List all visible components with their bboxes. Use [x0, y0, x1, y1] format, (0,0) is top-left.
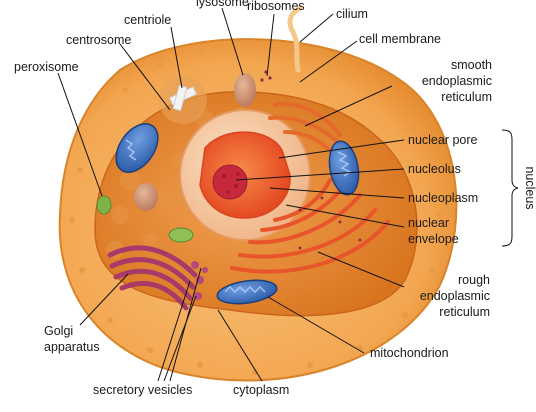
svg-text:reticulum: reticulum [439, 305, 490, 319]
label-cilium: cilium [336, 7, 368, 21]
nucleus [179, 109, 311, 241]
label-nucleolus: nucleolus [408, 162, 461, 176]
label-mitochondrion: mitochondrion [370, 346, 449, 360]
secretory-vesicles [191, 261, 208, 300]
svg-text:envelope: envelope [408, 232, 459, 246]
svg-text:apparatus: apparatus [44, 340, 100, 354]
label-peroxisome: peroxisome [14, 60, 79, 74]
cilium [287, 5, 303, 73]
svg-text:nuclear: nuclear [408, 216, 449, 230]
svg-text:smooth: smooth [451, 58, 492, 72]
label-ribosomes: ribosomes [247, 0, 305, 13]
label-cell-membrane: cell membrane [359, 32, 441, 46]
label-centriole: centriole [124, 13, 171, 27]
label-cytoplasm: cytoplasm [233, 383, 289, 397]
label-nuclear-pore: nuclear pore [408, 133, 478, 147]
label-lysosome: lysosome [196, 0, 249, 9]
lysosome-2 [134, 183, 158, 211]
svg-text:rough: rough [458, 273, 490, 287]
ribosomes [260, 70, 362, 250]
nucleolus [212, 164, 248, 200]
lysosome [234, 73, 256, 107]
label-smooth-er: smooth endoplasmic reticulum [422, 58, 492, 104]
svg-text:endoplasmic: endoplasmic [420, 289, 490, 303]
mitochondria [115, 123, 360, 305]
label-secretory-vesicles: secretory vesicles [93, 383, 192, 397]
svg-text:reticulum: reticulum [441, 90, 492, 104]
svg-text:endoplasmic: endoplasmic [422, 74, 492, 88]
label-centrosome: centrosome [66, 33, 131, 47]
svg-text:Golgi: Golgi [44, 324, 73, 338]
label-nucleoplasm: nucleoplasm [408, 191, 478, 205]
leader-lines [57, 7, 405, 382]
nucleus-bracket [501, 129, 519, 247]
small-body [168, 227, 194, 243]
peroxisome [96, 195, 112, 215]
label-rough-er: rough endoplasmic reticulum [420, 273, 490, 319]
label-nucleus: nucleus [523, 166, 536, 209]
centriole [159, 76, 207, 124]
label-golgi: Golgi apparatus [44, 324, 100, 354]
label-nuclear-envelope: nuclear envelope [408, 216, 459, 246]
golgi-apparatus [107, 245, 198, 311]
